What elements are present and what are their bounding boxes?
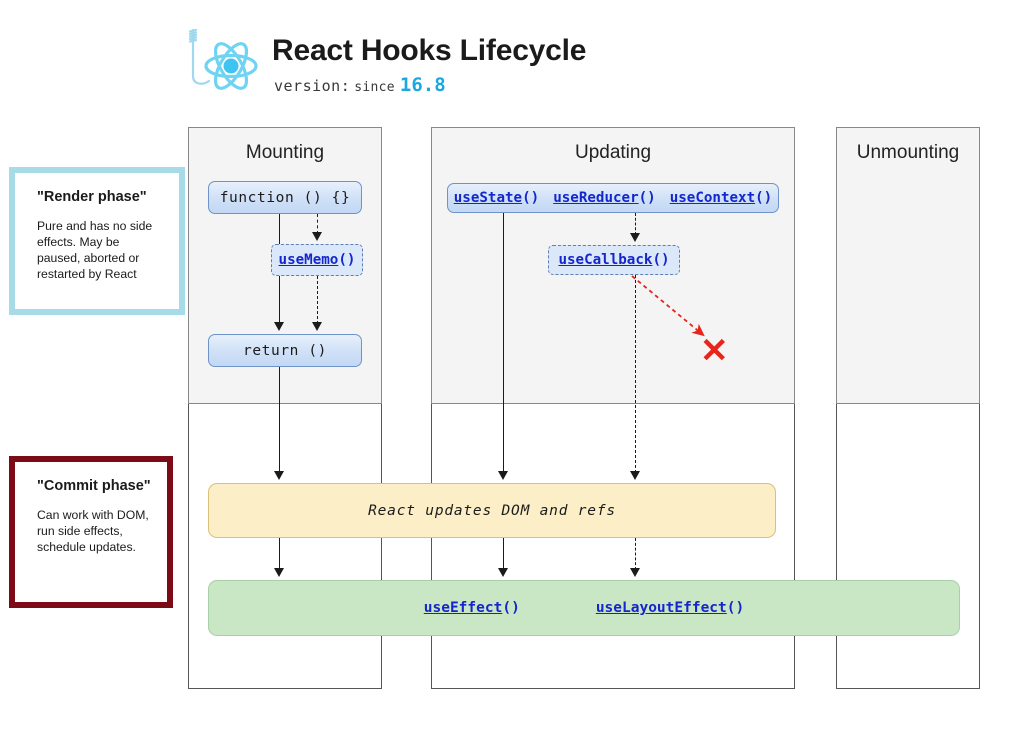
arrowhead-hooks-to-dom-update: [498, 471, 508, 480]
commit-phase-title: "Commit phase": [37, 478, 151, 494]
page-title: React Hooks Lifecycle: [272, 34, 587, 67]
version-line: version:since 16.8: [274, 74, 446, 96]
useeffect-name: useEffect: [423, 600, 503, 616]
connector-hooks-to-dom-update: [503, 213, 504, 473]
node-function-label: function () {}: [219, 189, 351, 206]
connector-dom-update-to-effects-dashed: [635, 538, 636, 570]
uselayouteffect-link[interactable]: useLayoutEffect(): [596, 600, 744, 616]
uselayouteffect-name: useLayoutEffect: [595, 600, 727, 616]
version-since-label: since: [354, 80, 395, 95]
node-usememo[interactable]: useMemo(): [271, 244, 363, 276]
usereducer-name: useReducer: [553, 190, 639, 206]
node-updating-state-hooks[interactable]: useState() useReducer() useContext(): [447, 183, 779, 213]
arrowhead-hooks-to-usecallback: [630, 233, 640, 242]
usecallback-link[interactable]: useCallback(): [558, 252, 669, 268]
node-function-declaration[interactable]: function () {}: [208, 181, 362, 214]
useeffect-parens: (): [502, 600, 520, 616]
usestate-parens: (): [522, 190, 540, 206]
usecallback-name: useCallback: [558, 252, 653, 268]
connector-hooks-to-usecallback: [635, 213, 636, 235]
node-return-label: return (): [243, 342, 327, 359]
usecallback-parens: (): [652, 252, 670, 268]
usememo-name: useMemo: [278, 252, 339, 268]
render-phase-card: "Render phase" Pure and has no side effe…: [9, 167, 185, 315]
usememo-link[interactable]: useMemo(): [279, 252, 356, 268]
error-x-icon: ✕: [700, 332, 729, 370]
commit-phase-card: "Commit phase" Can work with DOM, run si…: [9, 456, 173, 608]
connector-dom-update-to-effects-mounting: [279, 538, 280, 570]
column-body-unmounting: [836, 404, 980, 689]
page-header: React Hooks Lifecycle version:since 16.8: [182, 22, 782, 102]
react-atom-hook-icon: [182, 26, 278, 104]
column-header-unmounting: Unmounting: [836, 127, 980, 404]
dom-update-label: React updates DOM and refs: [368, 502, 616, 519]
uselayouteffect-parens: (): [726, 600, 745, 616]
connector-usecallback-to-dom-update: [635, 275, 636, 473]
usestate-name: useState: [453, 190, 523, 206]
arrowhead-dom-update-to-effects-dashed: [630, 568, 640, 577]
arrowhead-dom-update-to-effects-mounting: [274, 568, 284, 577]
arrowhead-usecallback-to-dom-update: [630, 471, 640, 480]
connector-function-to-usememo: [317, 214, 318, 234]
arrowhead-dom-update-to-effects-updating: [498, 568, 508, 577]
arrowhead-function-to-usememo: [312, 232, 322, 241]
box-react-updates-dom-and-refs: React updates DOM and refs: [208, 483, 776, 538]
version-number: 16.8: [399, 74, 446, 96]
connector-return-to-dom-update: [279, 367, 280, 473]
column-label-unmounting: Unmounting: [856, 142, 960, 163]
connector-dom-update-to-effects-updating: [503, 538, 504, 570]
usememo-parens: (): [338, 252, 356, 268]
column-body-mounting: [188, 404, 382, 689]
arrowhead-return-to-dom-update: [274, 471, 284, 480]
usereducer-link[interactable]: useReducer(): [553, 190, 656, 206]
render-phase-title: "Render phase": [37, 189, 147, 205]
usestate-link[interactable]: useState(): [454, 190, 539, 206]
node-usecallback[interactable]: useCallback(): [548, 245, 680, 275]
version-label: version:: [274, 77, 351, 95]
usecontext-parens: (): [755, 190, 773, 206]
connector-usememo-to-return: [317, 276, 318, 324]
usecontext-link[interactable]: useContext(): [670, 190, 773, 206]
arrowhead-usememo-to-return: [312, 322, 322, 331]
useeffect-link[interactable]: useEffect(): [424, 600, 520, 616]
unsupported-path-arrow: [628, 272, 718, 357]
usecontext-name: useContext: [669, 190, 756, 206]
render-phase-description: Pure and has no side effects. May be pau…: [37, 219, 153, 282]
node-return-statement[interactable]: return (): [208, 334, 362, 367]
usereducer-parens: (): [638, 190, 656, 206]
arrowhead-function-to-return: [274, 322, 284, 331]
box-effect-hooks: useEffect() useLayoutEffect(): [208, 580, 960, 636]
commit-phase-description: Can work with DOM, run side effects, sch…: [37, 508, 149, 555]
column-label-updating: Updating: [574, 142, 652, 163]
column-body-updating: [431, 404, 795, 689]
column-label-mounting: Mounting: [245, 142, 325, 163]
